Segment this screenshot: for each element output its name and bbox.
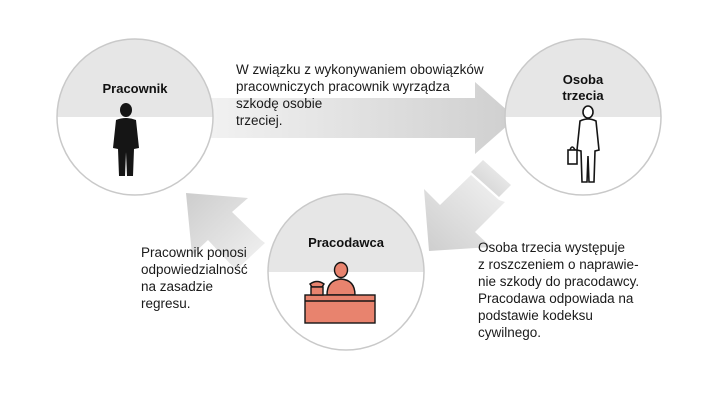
label-employer: Pracodawca (308, 235, 384, 250)
description-third-to-employer: Osoba trzecia występuje z roszczeniem o … (478, 240, 640, 340)
person-with-bag-icon (567, 105, 600, 183)
node-employer-circle (267, 193, 425, 351)
arrow-employee-to-third (205, 82, 516, 154)
node-employee-circle (56, 38, 214, 196)
employer-at-desk-icon (304, 261, 376, 324)
arrow-employer-to-employee (186, 193, 265, 270)
arrow-third-to-employer (424, 160, 511, 251)
telephone-icon (309, 280, 325, 296)
node-third-party-circle (504, 38, 662, 196)
label-employee: Pracownik (102, 81, 168, 96)
description-employer-to-employee: Pracownik ponosi odpowiedzialność na zas… (141, 245, 248, 311)
man-silhouette-icon (113, 103, 139, 176)
description-employee-to-third: W związku z wykonywaniem obowiązków prac… (236, 62, 484, 128)
label-third-party: Osoba trzecia (562, 72, 604, 103)
